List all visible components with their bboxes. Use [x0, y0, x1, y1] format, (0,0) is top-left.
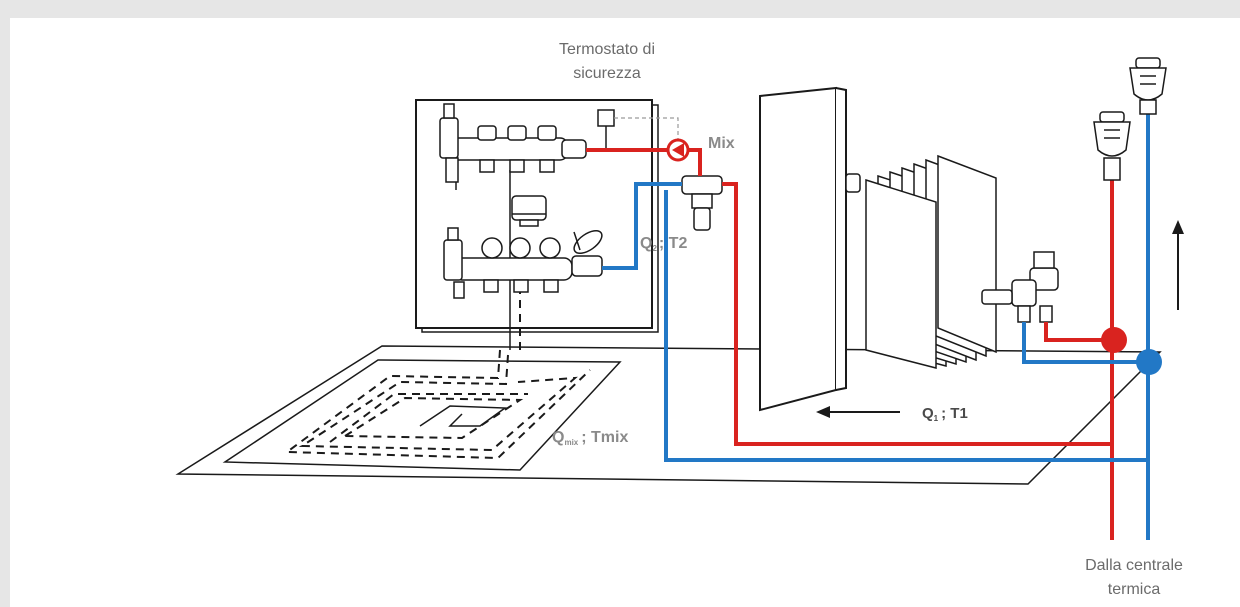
q1-main: Q: [922, 405, 934, 422]
circulation-pump: [666, 138, 690, 162]
zone-actuator: [511, 195, 547, 227]
air-vent-left: [1093, 111, 1131, 181]
qmix-rest: ; Tmix: [581, 429, 628, 446]
q1-sub: 1: [934, 414, 939, 423]
q2-main: Q: [640, 235, 652, 252]
radiator-valve: [981, 251, 1059, 323]
q2-rest: ; T2: [659, 235, 688, 252]
mix-label: Mix: [708, 135, 735, 152]
thermostat-label-line1: Termostato di: [559, 41, 655, 58]
mixing-valve: [681, 175, 723, 231]
q2-sub: 2: [652, 244, 657, 253]
underfloor-coil: [222, 349, 622, 471]
thermostat-wire: [614, 117, 679, 140]
flow-arrow-up: [1172, 220, 1184, 310]
hot-junction: [1101, 327, 1127, 353]
cold-pipes: [602, 110, 1150, 540]
source-label-line2: termica: [1108, 581, 1161, 598]
radiator: [845, 154, 997, 369]
flow-arrow-left: [816, 406, 900, 418]
safety-thermostat: [597, 109, 615, 127]
q2-label: Q2; T2: [640, 235, 687, 253]
q1-rest: ; T1: [941, 405, 968, 422]
thermostat-label-line2: sicurezza: [573, 65, 641, 82]
cold-junction: [1136, 349, 1162, 375]
manifold-box-shadow: [421, 104, 659, 333]
floor-plane: [175, 345, 1162, 485]
source-label-line1: Dalla centrale: [1085, 557, 1183, 574]
wall-panel: [759, 86, 847, 412]
qmix-sub: mix: [564, 438, 578, 447]
lower-manifold: [443, 227, 603, 299]
qmix-main: Q: [552, 429, 564, 446]
air-vent-right: [1129, 57, 1167, 115]
qmix-label: Qmix; Tmix: [552, 429, 628, 447]
q1-label: Q1; T1: [922, 405, 968, 423]
